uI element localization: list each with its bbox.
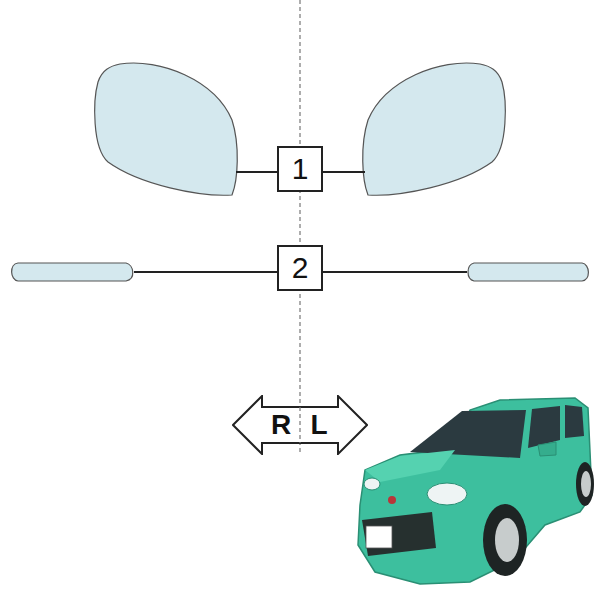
mirror-film-right bbox=[363, 63, 506, 195]
callout-number: 1 bbox=[277, 146, 323, 192]
center-line bbox=[299, 0, 300, 455]
arrow-outline bbox=[232, 395, 368, 455]
car-illustration bbox=[358, 398, 594, 584]
direction-letter: R bbox=[262, 411, 300, 439]
strip-film-left bbox=[12, 263, 133, 281]
callout-number: 2 bbox=[292, 253, 309, 283]
leader-line bbox=[134, 271, 300, 273]
direction-arrow: RL bbox=[232, 395, 368, 455]
mirror-film-left bbox=[95, 63, 238, 195]
leader-line bbox=[300, 271, 467, 273]
arrow-labels: RL bbox=[262, 395, 338, 455]
strip-film-right bbox=[468, 263, 588, 281]
callout-number: 2 bbox=[277, 245, 323, 291]
direction-letter: L bbox=[300, 411, 338, 439]
callout-number: 1 bbox=[292, 154, 309, 184]
